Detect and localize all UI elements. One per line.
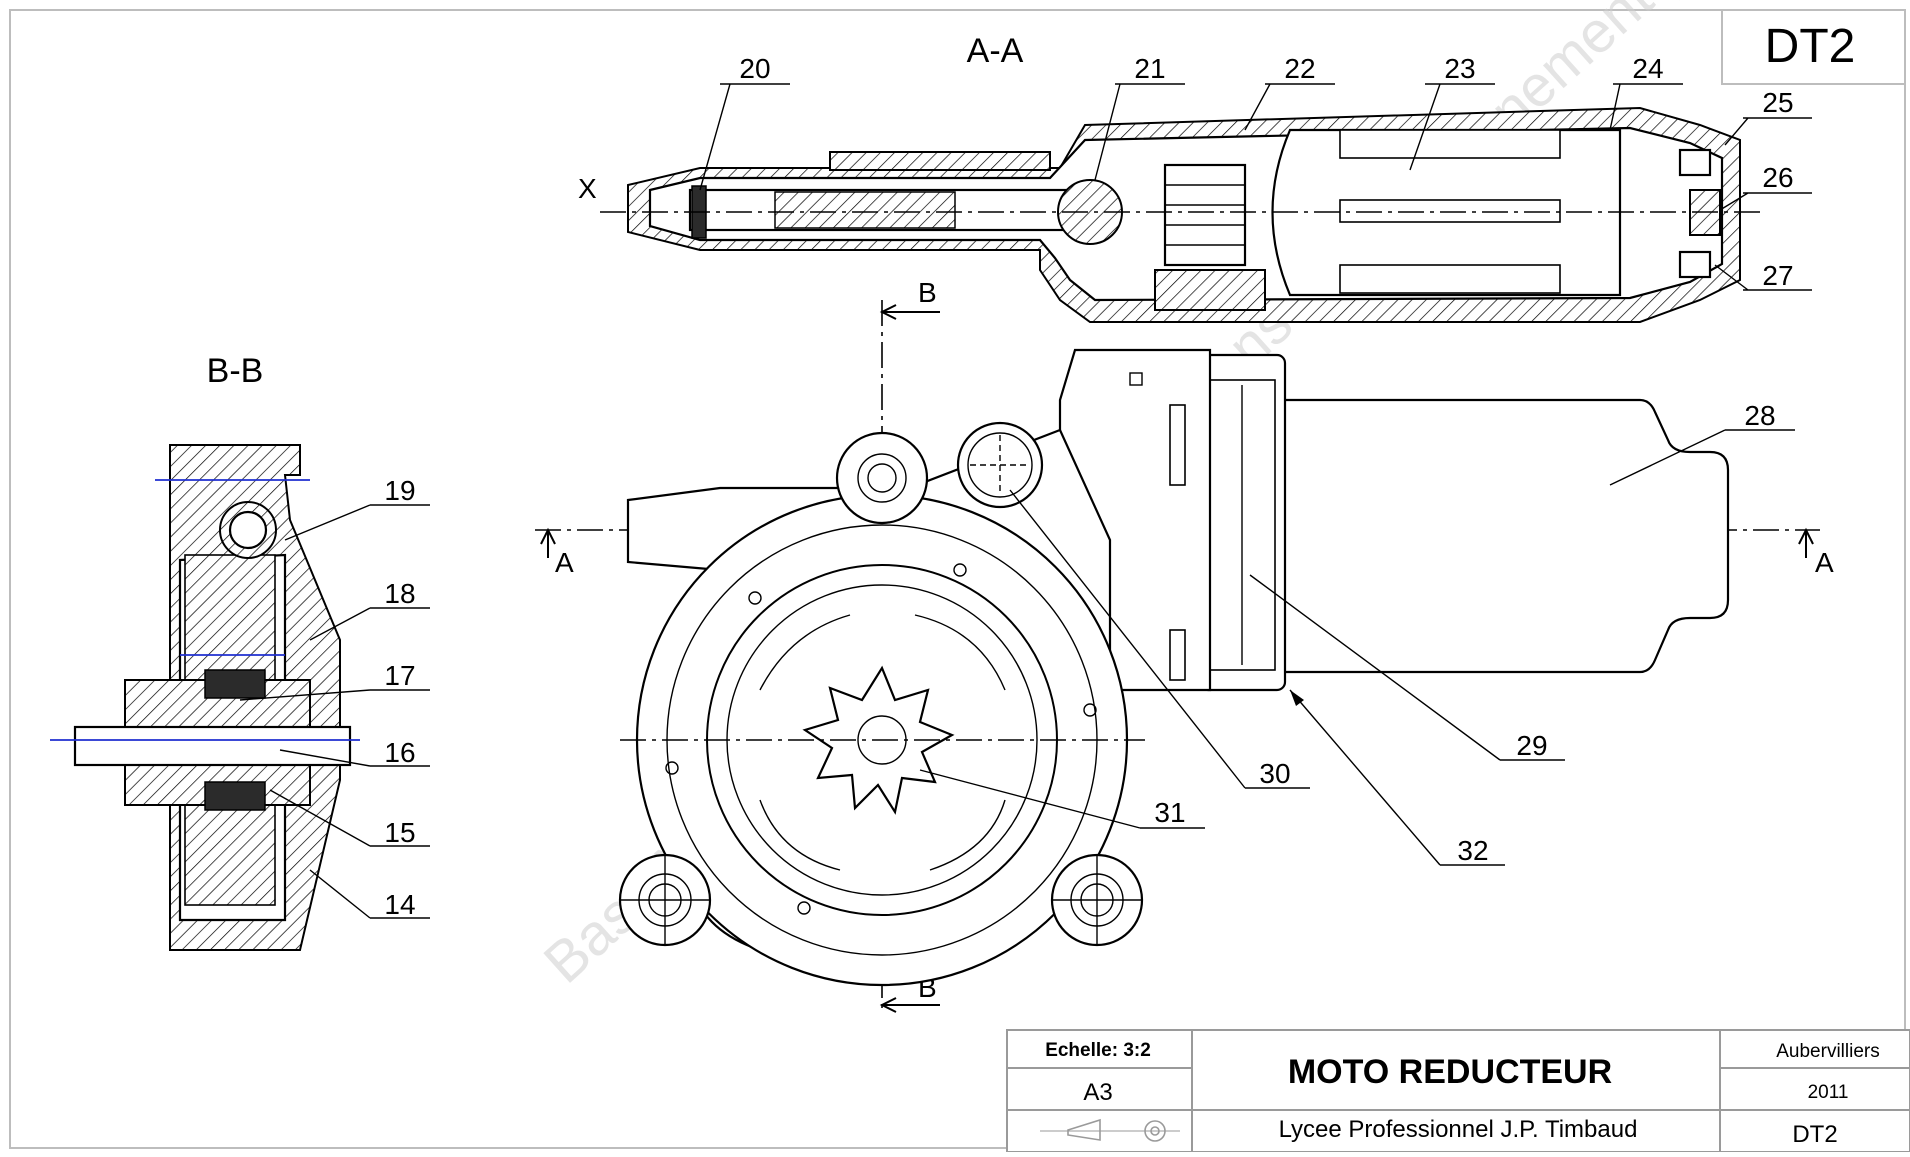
section-bb-view: B-B [50, 352, 360, 951]
callouts: 19 18 17 16 15 14 20 21 22 23 24 25 26 2… [239, 53, 1812, 920]
callout-15: 15 [384, 817, 415, 848]
drawing-number: DT2 [1792, 1121, 1837, 1148]
callout-28: 28 [1744, 400, 1775, 431]
drawing-title: MOTO REDUCTEUR [1288, 1053, 1612, 1091]
format-label: A3 [1083, 1079, 1112, 1106]
callout-17: 17 [384, 660, 415, 691]
callout-14: 14 [384, 889, 415, 920]
projection-symbol [1040, 1118, 1180, 1142]
callout-23: 23 [1444, 53, 1475, 84]
x-mark: X [578, 173, 597, 204]
cut-b-top: B [918, 277, 937, 308]
callout-22: 22 [1284, 53, 1315, 84]
cut-a-right: A [1815, 547, 1834, 578]
section-aa-title: A-A [967, 32, 1024, 70]
city-name: Aubervilliers [1776, 1041, 1879, 1062]
callout-25: 25 [1762, 87, 1793, 118]
school-name: Lycee Professionnel J.P. Timbaud [1279, 1116, 1638, 1143]
section-aa-view: A-A X [578, 32, 1760, 323]
scale-label: Echelle: 3:2 [1045, 1040, 1151, 1061]
callout-20: 20 [739, 53, 770, 84]
sheet-border [9, 9, 1906, 1149]
callout-31: 31 [1154, 797, 1185, 828]
callout-26: 26 [1762, 162, 1793, 193]
sheet-id-box [1721, 9, 1906, 85]
callout-32: 32 [1457, 835, 1488, 866]
sheet-id: DT2 [1765, 20, 1856, 73]
callout-18: 18 [384, 578, 415, 609]
callout-21: 21 [1134, 53, 1165, 84]
front-view: A A B B [535, 277, 1834, 1013]
year: 2011 [1808, 1082, 1849, 1103]
callout-29: 29 [1516, 730, 1547, 761]
cut-a-left: A [555, 547, 574, 578]
callout-30: 30 [1259, 758, 1290, 789]
title-block: Echelle: 3:2 A3 MOTO REDUCTEUR Lycee Pro… [1006, 1029, 1910, 1153]
callout-24: 24 [1632, 53, 1663, 84]
callout-27: 27 [1762, 260, 1793, 291]
callout-16: 16 [384, 737, 415, 768]
callout-19: 19 [384, 475, 415, 506]
section-bb-title: B-B [207, 352, 264, 390]
